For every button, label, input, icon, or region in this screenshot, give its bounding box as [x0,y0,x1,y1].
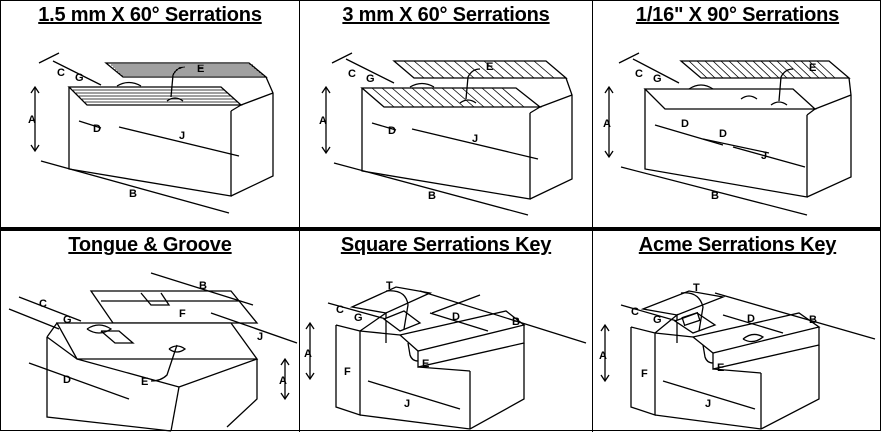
panel-title: Acme Serrations Key [638,234,837,256]
dim-label-b: B [711,190,719,202]
panel-1-5mm-60-serrations: 1.5 mm X 60° Serrations [1,1,299,227]
panel-3mm-60-serrations: 3 mm X 60° Serrations [300,1,592,227]
dim-label-e: E [197,63,204,75]
dim-label-a: A [279,375,287,387]
divider-vertical-2 [592,1,593,432]
dim-label-j: J [179,130,185,142]
dim-label-f: F [641,368,648,380]
dim-label-c: C [635,68,643,80]
dim-label-d: D [452,311,460,323]
dim-label-b: B [199,280,207,292]
dim-label-b: B [809,314,817,326]
panel-1-16in-90-serrations: 1/16" X 90° Serrations [593,1,881,227]
dim-label-e: E [486,61,493,73]
dim-label-f: F [179,308,186,320]
dim-label-g: G [366,73,375,85]
dim-label-t: T [386,280,393,292]
dim-label-a: A [603,118,611,130]
dim-label-c: C [336,304,344,316]
dim-label-d-1: D [681,118,689,130]
dim-label-d-2: D [719,128,727,140]
divider-horizontal [1,227,881,231]
dim-label-g: G [63,314,72,326]
dim-label-e: E [141,376,148,388]
divider-vertical-1 [299,1,300,432]
dim-label-j: J [761,150,767,162]
panel-title: 1/16" X 90° Serrations [635,4,840,26]
panel-title: 1.5 mm X 60° Serrations [38,4,262,26]
dim-label-d: D [93,123,101,135]
jaw-diagram: T C G D B A F E J [599,282,876,430]
dim-label-b: B [129,188,137,200]
panel-tongue-groove: Tongue & Groove [1,231,299,432]
panel-acme-serrations-key: Acme Serrations Key [593,231,881,432]
dim-label-g: G [354,312,363,324]
dim-label-a: A [599,350,607,362]
dim-label-e: E [717,362,724,374]
dim-label-b: B [428,190,436,202]
dim-label-a: A [319,115,327,127]
dim-label-j: J [472,133,478,145]
dim-label-j: J [257,331,263,343]
jaw-diagram: C G E A D J B [319,52,573,216]
dim-label-g: G [653,314,662,326]
dim-label-d: D [63,374,71,386]
dim-label-c: C [39,298,47,310]
dim-label-c: C [57,67,65,79]
panel-title: Square Serrations Key [340,234,552,256]
jaw-diagram: C G B F J A D E [8,272,298,432]
jaw-diagram: C G E A D J B [28,52,274,214]
panel-title: 3 mm X 60° Serrations [342,4,550,26]
dim-label-g: G [653,73,662,85]
dim-label-g: G [75,72,84,84]
dim-label-b: B [512,316,520,328]
dim-label-j: J [705,398,711,410]
dim-label-a: A [304,348,312,360]
dim-label-a: A [28,114,36,126]
dim-label-d: D [388,125,396,137]
jaw-diagram: T C G D B A F E J [304,280,587,430]
dim-label-f: F [344,366,351,378]
dim-label-t: T [693,282,700,294]
jaw-diagram: C G E A D D J B [603,52,852,216]
dim-label-d: D [747,313,755,325]
dim-label-c: C [631,306,639,318]
panel-title: Tongue & Groove [68,234,232,256]
dim-label-e: E [422,358,429,370]
dim-label-e: E [809,62,816,74]
dim-label-c: C [348,68,356,80]
dim-label-j: J [404,398,410,410]
panel-square-serrations-key: Square Serrations Key [300,231,592,432]
